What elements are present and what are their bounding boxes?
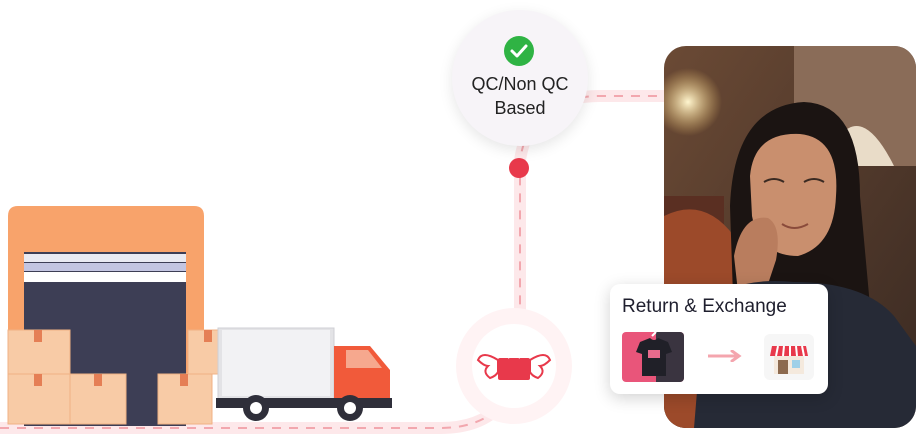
store-icon [764, 334, 814, 380]
qc-label-line2: Based [494, 98, 546, 118]
warehouse-icon [7, 206, 229, 426]
path-node-dot [509, 158, 529, 178]
qc-check-bubble: QC/Non QC Based [452, 10, 588, 146]
delivery-truck-icon [216, 327, 392, 421]
tshirt-icon [622, 332, 684, 382]
card-title: Return & Exchange [622, 296, 787, 317]
qc-label-line1: QC/Non QC [471, 74, 569, 94]
check-icon [504, 36, 534, 66]
arrow-right-icon [708, 350, 742, 362]
winged-package-icon [476, 354, 552, 380]
return-exchange-card: Return & Exchange [610, 284, 828, 394]
qc-label: QC/Non QC Based [460, 72, 580, 120]
